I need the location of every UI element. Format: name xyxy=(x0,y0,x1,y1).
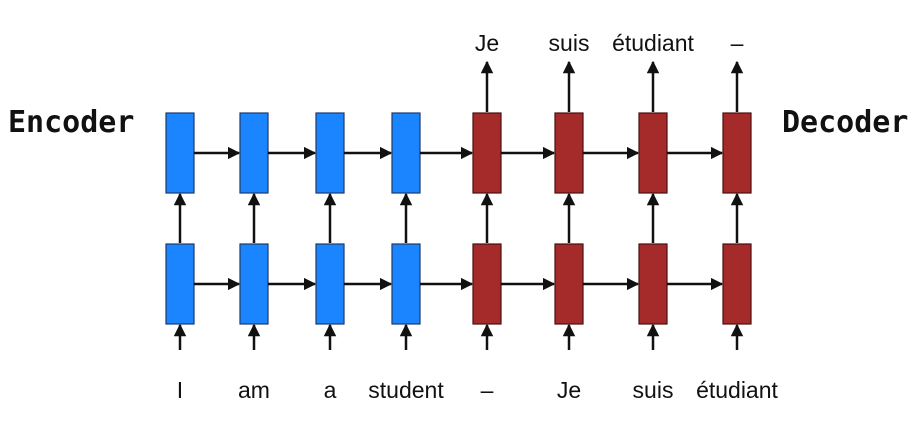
encoder-cell-layer1-step2 xyxy=(239,243,269,325)
output-word: suis xyxy=(549,30,590,56)
output-words: Je suis étudiant – xyxy=(475,30,744,56)
output-word: étudiant xyxy=(612,30,694,56)
encoder-cell-layer1-step1 xyxy=(165,243,195,325)
input-word: a xyxy=(324,377,337,403)
decoder-cell-layer2-step5 xyxy=(472,112,502,194)
decoder-cell-layer2-step8 xyxy=(722,112,752,194)
input-word: student xyxy=(368,377,444,403)
input-word: suis xyxy=(633,377,674,403)
decoder-cell-layer1-step8 xyxy=(722,243,752,325)
output-word: Je xyxy=(475,30,499,56)
encoder-cell-layer2-step1 xyxy=(165,112,195,194)
decoder-cell-layer1-step7 xyxy=(638,243,668,325)
encoder-cell-layer2-step4 xyxy=(391,112,421,194)
encoder-cell-layer1-step4 xyxy=(391,243,421,325)
decoder-label: Decoder xyxy=(782,105,908,140)
encoder-cell-layer2-step3 xyxy=(315,112,345,194)
decoder-cell-layer2-step6 xyxy=(554,112,584,194)
rnn-arrows xyxy=(173,60,744,350)
decoder-cell-layer1-step5 xyxy=(472,243,502,325)
input-word: am xyxy=(238,377,270,403)
encoder-cell-layer1-step3 xyxy=(315,243,345,325)
encoder-cell-layer2-step2 xyxy=(239,112,269,194)
input-word: Je xyxy=(557,377,581,403)
encoder-label: Encoder xyxy=(8,105,134,140)
rnn-cells xyxy=(165,112,752,325)
decoder-cell-layer1-step6 xyxy=(554,243,584,325)
output-word: – xyxy=(731,30,744,56)
input-word: étudiant xyxy=(696,377,778,403)
decoder-cell-layer2-step7 xyxy=(638,112,668,194)
input-word: – xyxy=(481,377,494,403)
input-word: I xyxy=(177,377,183,403)
